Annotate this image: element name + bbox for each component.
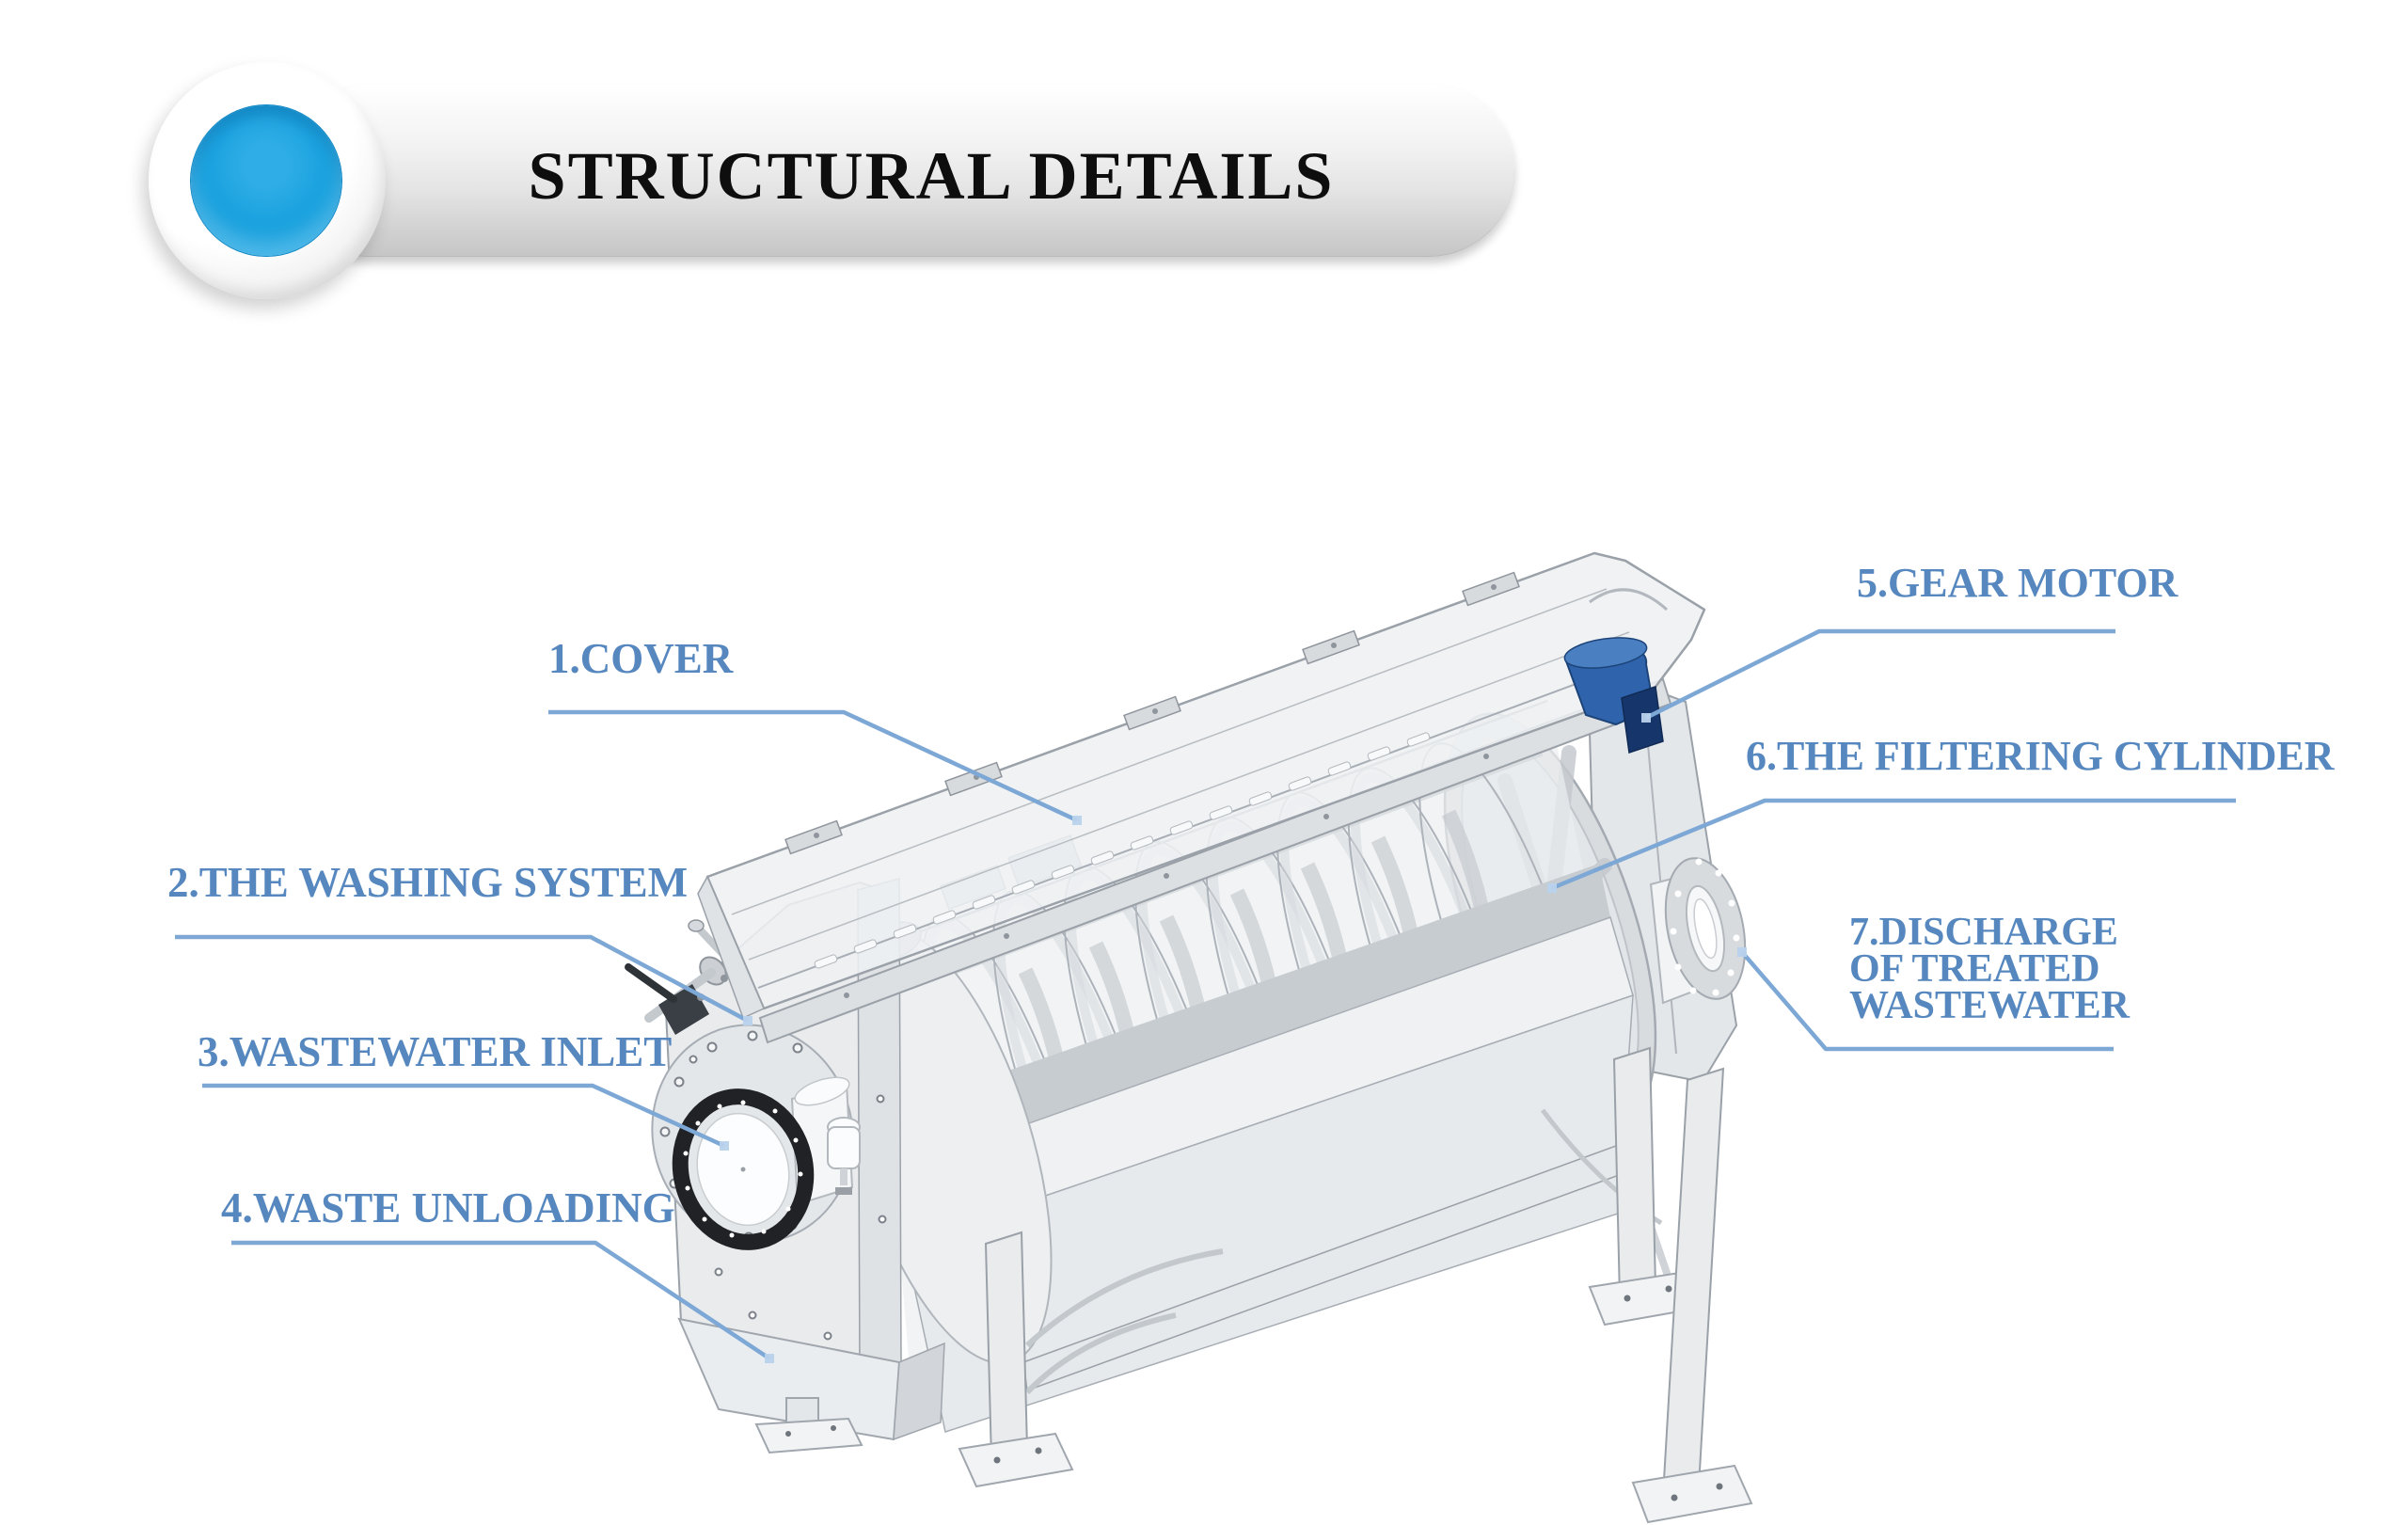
part-label-gear-motor: 5.GEAR MOTOR: [1857, 560, 2178, 606]
waste-hopper: [677, 1317, 945, 1454]
discharge-flange: [1649, 857, 1747, 1005]
part-label-discharge: 7.DISCHARGE OF TREATED WASTEWATER: [1849, 911, 2130, 1028]
header-banner: [310, 85, 1514, 257]
part-label-cover: 1.COVER: [548, 635, 734, 682]
support-legs: [958, 1046, 1753, 1524]
leader-endpoint-dots: [720, 713, 1747, 1363]
badge-blue-icon: [191, 105, 341, 256]
part-label-waste-unloading: 4.WASTE UNLOADING: [221, 1184, 675, 1231]
page-title: STRUCTURAL DETAILS: [528, 138, 1335, 214]
cover: [697, 551, 1706, 1020]
body-trough: [882, 864, 1634, 1433]
part-label-filtering-cylinder: 6.THE FILTERING CYLINDER: [1746, 733, 2335, 779]
part-label-wastewater-inlet: 3.WASTEWATER INLET: [198, 1028, 673, 1075]
leader-lines: [175, 628, 2236, 1363]
part-label-washing-system: 2.THE WASHING SYSTEM: [167, 859, 689, 906]
